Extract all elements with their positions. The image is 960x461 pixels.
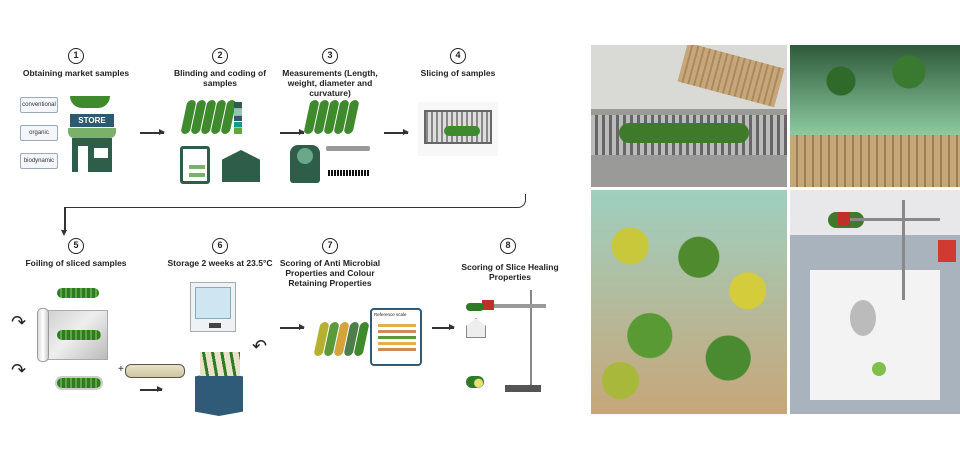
reference-scale-label: Reference scale: [374, 312, 407, 317]
cucumber-slices-icon: [466, 376, 484, 388]
slicer-image: [418, 102, 498, 156]
tube-icon: [125, 364, 185, 378]
stand-base-icon: [505, 385, 541, 392]
clamp-icon: [490, 304, 546, 308]
step-title-6: Storage 2 weeks at 23.5°C: [167, 258, 273, 268]
cucumber-slice-icon: [466, 303, 484, 311]
caliper-icon: [326, 146, 370, 151]
red-clamp-icon: [482, 300, 494, 310]
photo-stored-samples-box: [591, 190, 787, 414]
curved-arrow-icon: ↷: [11, 312, 27, 332]
curved-arrow-icon: ↷: [11, 360, 27, 380]
step-title-4: Slicing of samples: [420, 68, 496, 78]
incubator-icon: [190, 282, 236, 332]
step-title-2: Blinding and coding of samples: [173, 68, 267, 88]
connector-line: [64, 207, 66, 231]
arrow-6-7: [280, 324, 305, 330]
reference-scale-document: Reference scale: [370, 308, 422, 366]
step-title-5: Foiling of sliced samples: [25, 258, 127, 268]
arrow-2-3: [280, 129, 305, 135]
wrapped-samples-icon: [200, 352, 240, 376]
curved-arrow-icon: ↶: [252, 336, 268, 356]
envelope-icon: [222, 150, 260, 182]
photo-wrapped-cucumbers-close: [790, 45, 960, 187]
foiled-cucumber-icon: [57, 378, 101, 388]
step-number-2: 2: [212, 48, 228, 64]
cucumber-icon: [70, 96, 110, 108]
photo-slice-healing-setup: [790, 190, 960, 414]
tag-biodynamic: biodynamic: [20, 153, 58, 169]
plus-sign: +: [118, 364, 124, 375]
spreadsheet-icon: [180, 146, 210, 184]
connector-line: [64, 194, 526, 208]
arrow-7-8: [432, 324, 455, 330]
step-number-6: 6: [212, 238, 228, 254]
step-number-1: 1: [68, 48, 84, 64]
arrow-1-2: [140, 129, 165, 135]
colored-cucumbers-icon: [313, 322, 371, 358]
step-number-8: 8: [500, 238, 516, 254]
sliced-cucumber-icon: [57, 288, 99, 298]
storage-box-icon: [195, 372, 243, 416]
tag-organic: organic: [20, 125, 58, 141]
step-title-8: Scoring of Slice Healing Properties: [461, 262, 559, 282]
step-number-7: 7: [322, 238, 338, 254]
step-number-5: 5: [68, 238, 84, 254]
arrow-5-box: [140, 386, 163, 392]
arrow-3-4: [384, 129, 409, 135]
foil-roll-icon: [37, 308, 49, 362]
step-title-7: Scoring of Anti Microbial Properties and…: [279, 258, 381, 288]
connector-arrowhead: [61, 230, 67, 236]
retort-stand-icon: [530, 290, 532, 386]
store-icon: STORE: [68, 114, 116, 172]
step-number-3: 3: [322, 48, 338, 64]
step-number-4: 4: [450, 48, 466, 64]
cucumbers-icon: [303, 100, 360, 136]
scale-icon: [290, 145, 320, 183]
tag-conventional: conventional: [20, 97, 58, 113]
store-sign: STORE: [70, 114, 114, 127]
step-title-1: Obtaining market samples: [22, 68, 130, 78]
color-codes-icon: [234, 102, 242, 134]
ruler-icon: [328, 170, 370, 176]
cucumbers-icon: [180, 100, 240, 136]
photo-slicer-with-cucumber: [591, 45, 787, 187]
step-title-3: Measurements (Length, weight, diameter a…: [282, 68, 378, 98]
sliced-cucumber-icon: [57, 330, 101, 340]
weight-holder-icon: [466, 318, 486, 338]
